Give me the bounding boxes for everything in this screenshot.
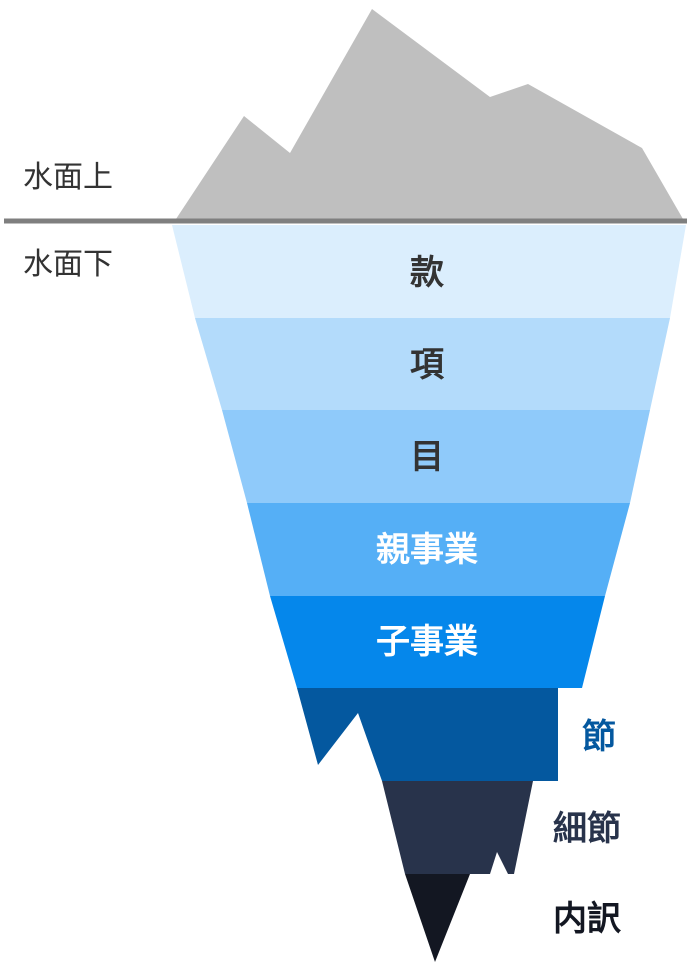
iceberg-layers <box>172 225 686 962</box>
layer-setsu <box>297 688 558 781</box>
layer-label-saisetsu: 細節 <box>553 809 621 849</box>
layer-ko-jigyou <box>270 596 605 688</box>
layer-moku <box>222 410 650 503</box>
below-water-label: 水面下 <box>23 247 113 282</box>
layer-label-kan: 款 <box>410 253 444 293</box>
layer-oya-jigyou <box>247 503 630 596</box>
layer-label-uchiwake: 内訳 <box>553 899 621 939</box>
layer-label-oya-jigyou: 親事業 <box>376 530 478 570</box>
above-water-label: 水面上 <box>23 160 113 195</box>
layer-uchiwake <box>405 874 490 962</box>
layer-label-ko-jigyou: 子事業 <box>376 622 478 662</box>
layer-label-moku: 目 <box>410 437 444 477</box>
layer-kan <box>172 225 686 318</box>
layer-saisetsu <box>382 781 533 874</box>
layer-label-setsu: 節 <box>582 717 616 757</box>
iceberg-tip <box>176 9 683 219</box>
layer-kou <box>195 318 670 410</box>
layer-label-kou: 項 <box>410 345 444 385</box>
